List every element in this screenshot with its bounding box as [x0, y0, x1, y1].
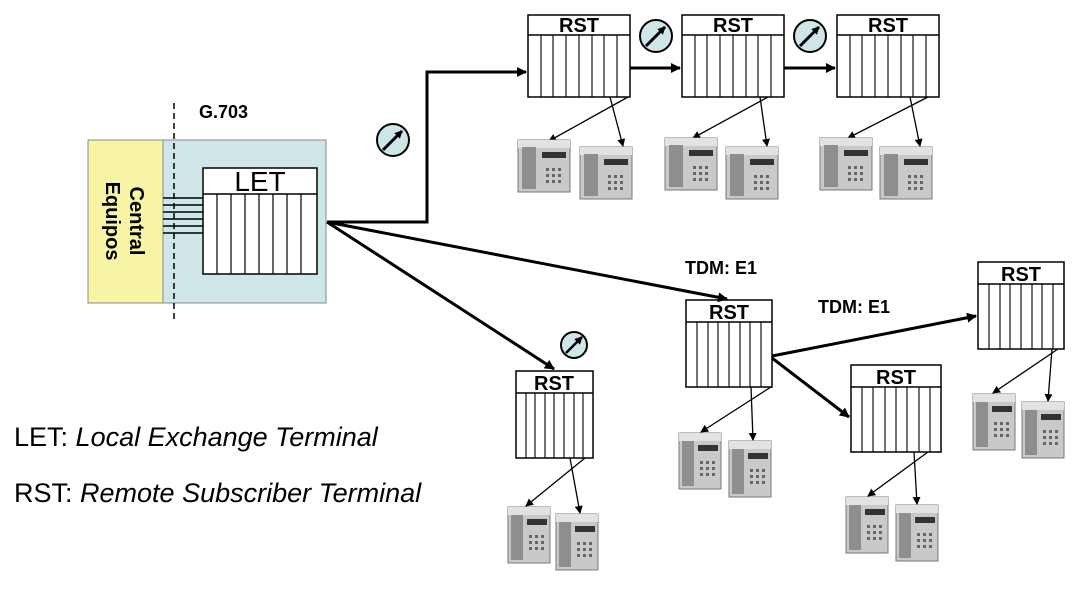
rst-title: RST [534, 373, 574, 395]
legend-let-full: Local Exchange Terminal [75, 422, 378, 452]
link-hub-to-far-right [771, 312, 977, 358]
equipos-central-box [87, 139, 165, 304]
rst-terminal-mid-right: RST [850, 364, 942, 453]
telephone-icon [725, 146, 779, 200]
tdm-label-upper: TDM: E1 [685, 258, 757, 278]
central-label: Central [125, 187, 147, 256]
tdm-label-lower: TDM: E1 [818, 297, 890, 317]
rst-terminal-left: RST [515, 370, 594, 459]
rst-title: RST [876, 367, 916, 389]
rst-title: RST [713, 15, 753, 37]
telephone-icon [879, 146, 933, 200]
telephone-icon [579, 146, 633, 200]
link-let-to-rst-hub [326, 220, 728, 303]
telephone-icon [895, 504, 939, 562]
rst-terminal-top-1: RST [527, 14, 631, 98]
signal-meter-icon [793, 19, 827, 53]
telephone-icon [678, 432, 722, 490]
telephone-icon [507, 506, 551, 564]
link-let-to-rst-left [326, 220, 555, 371]
legend-let: LET: Local Exchange Terminal [14, 422, 378, 453]
rst-title: RST [1001, 264, 1041, 286]
rst-terminal-hub: RST [685, 299, 773, 388]
link-let-to-rst-top-1 [327, 67, 527, 224]
telephone-icon [555, 513, 599, 571]
telephone-icon [1021, 401, 1065, 459]
trunk-links [326, 63, 977, 419]
signal-meter-icon [376, 123, 410, 157]
rst-terminal-top-2: RST [681, 14, 785, 98]
signal-meter-icon [639, 19, 673, 53]
let-terminal: LET [202, 166, 318, 275]
rst-title: RST [559, 15, 599, 37]
rst-terminal-top-3: RST [836, 14, 940, 98]
let-title: LET [234, 166, 285, 197]
legend-let-abbr: LET: [14, 422, 69, 452]
telephone-icon [845, 496, 889, 554]
g703-label: G.703 [199, 102, 248, 122]
subscriber-drops [525, 96, 1059, 514]
central-exchange: Equipos Central G.703 [87, 102, 327, 320]
telephone-icon [819, 137, 873, 191]
rst-terminal-far-right: RST [977, 261, 1065, 350]
legend-rst-abbr: RST: [14, 478, 73, 508]
legend-rst-full: Remote Subscriber Terminal [80, 478, 422, 508]
telephone-icon [728, 440, 772, 498]
telephone-icon [972, 393, 1016, 451]
link-hub-to-mid-right [771, 356, 850, 419]
telephone-icon [517, 139, 571, 193]
interface-lines [163, 197, 203, 234]
telephone-icon [664, 137, 718, 191]
legend-rst: RST: Remote Subscriber Terminal [14, 478, 421, 509]
equipos-label: Equipos [101, 182, 123, 261]
rst-title: RST [709, 302, 749, 324]
signal-meter-icon [560, 331, 588, 359]
rst-title: RST [868, 15, 908, 37]
